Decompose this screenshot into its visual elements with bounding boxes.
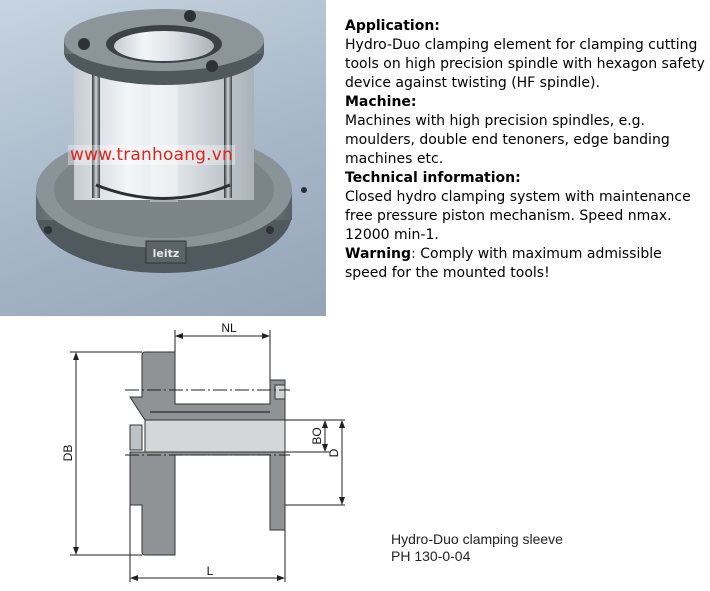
leitz-logo: leitz bbox=[153, 247, 180, 260]
product-photo: leitz www.tranhoang.vn bbox=[0, 0, 326, 316]
watermark-text: www.tranhoang.vn bbox=[68, 145, 235, 165]
product-caption: Hydro-Duo clamping sleeve PH 130-0-04 bbox=[391, 531, 563, 565]
dimension-db-label: DB bbox=[61, 445, 75, 462]
dimension-nl-label: NL bbox=[221, 321, 237, 335]
caption-code: PH 130-0-04 bbox=[391, 548, 471, 564]
technical-text: Closed hydro clamping system with mainte… bbox=[345, 189, 691, 243]
warning-paragraph: Warning: Comply with maximum admissible … bbox=[345, 245, 707, 283]
application-text: Hydro-Duo clamping element for clamping … bbox=[345, 37, 705, 91]
technical-heading: Technical information: bbox=[345, 170, 521, 186]
dimension-bo-label: BO bbox=[310, 427, 324, 444]
warning-text: : Comply with maximum admissible speed f… bbox=[345, 246, 662, 281]
application-heading: Application: bbox=[345, 18, 440, 34]
warning-heading: Warning bbox=[345, 246, 412, 262]
product-description: Application: Hydro-Duo clamping element … bbox=[345, 17, 707, 283]
dimension-l-label: L bbox=[207, 564, 214, 578]
technical-drawing: NL DB BO D L bbox=[61, 321, 345, 582]
dimension-d-label: D bbox=[327, 448, 341, 457]
clamping-sleeve-illustration: leitz bbox=[36, 9, 307, 273]
machine-text: Machines with high precision spindles, e… bbox=[345, 113, 670, 167]
machine-heading: Machine: bbox=[345, 94, 417, 110]
caption-name: Hydro-Duo clamping sleeve bbox=[391, 531, 563, 547]
